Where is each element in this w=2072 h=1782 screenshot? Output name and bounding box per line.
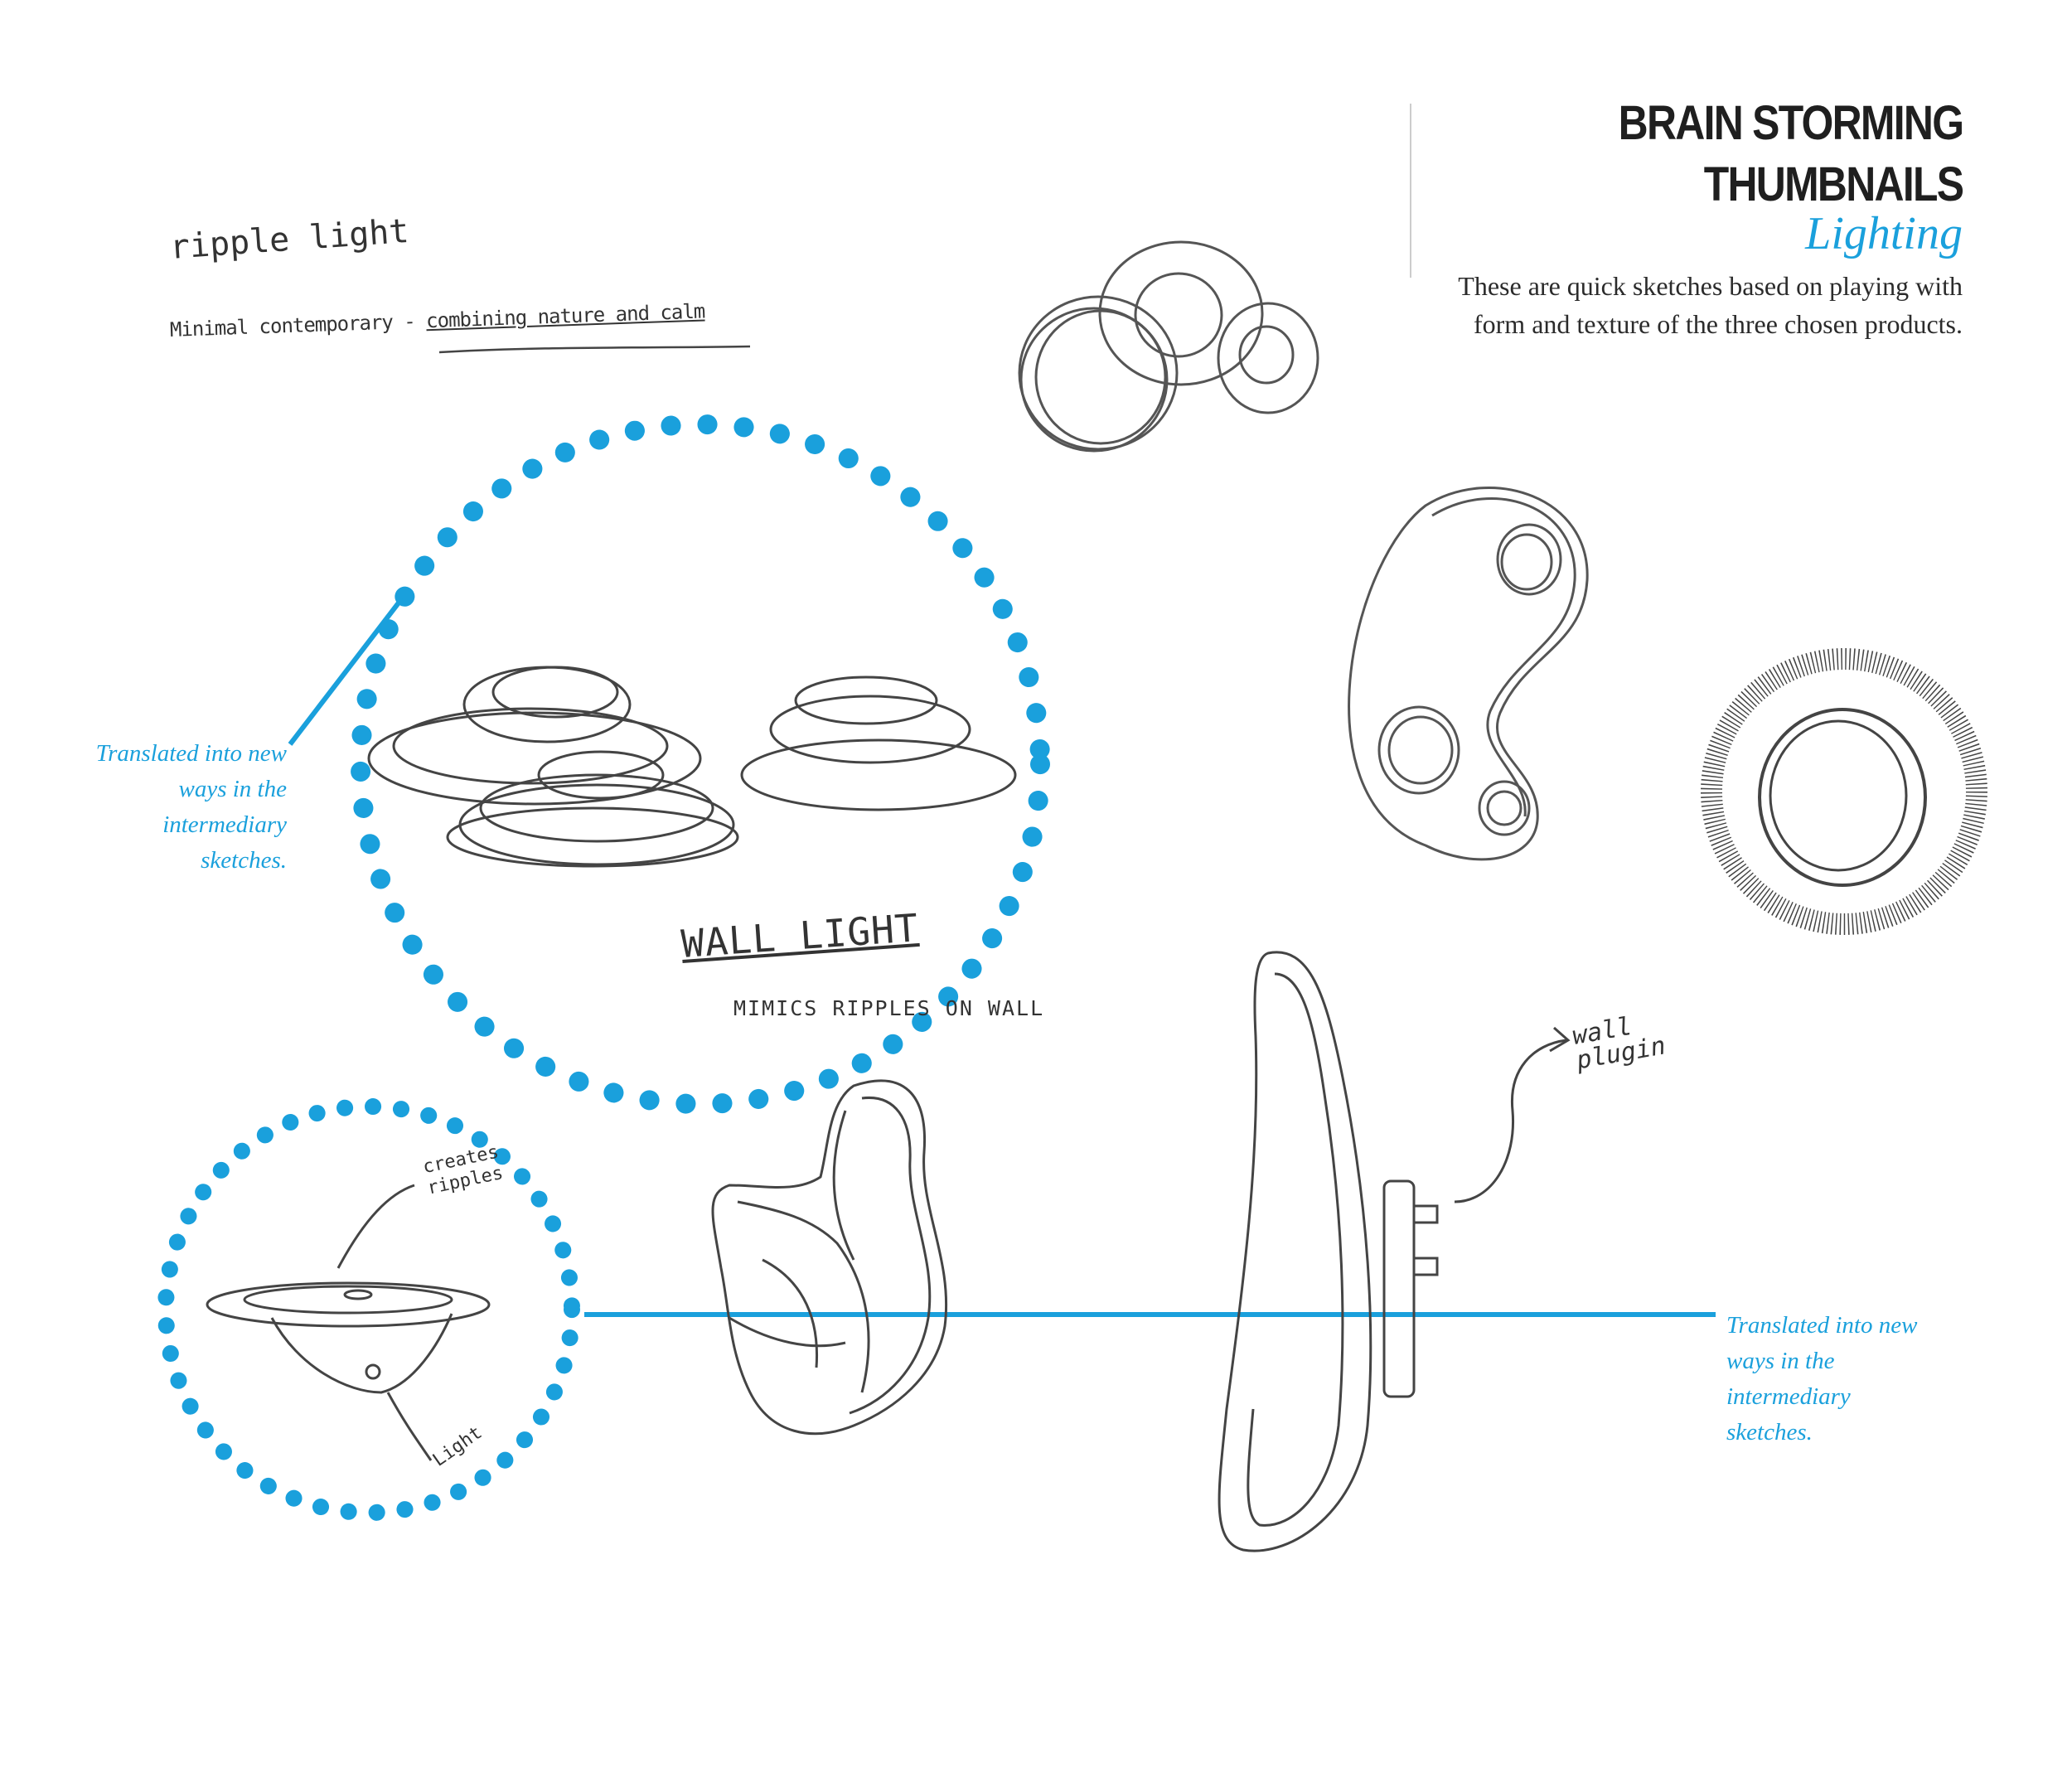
wall-plugin-sketch xyxy=(1218,951,1571,1552)
blob-shape-sketch xyxy=(1348,487,1589,861)
note-left: Translated into new ways in the intermed… xyxy=(95,740,287,874)
title-block: BRAIN STORMING THUMBNAILS Lighting xyxy=(1562,93,1963,257)
urchin-sketch xyxy=(1701,648,1987,935)
small-dotted-circle xyxy=(157,1098,580,1521)
title-line-2: THUMBNAILS xyxy=(1703,157,1963,211)
minimal-underline xyxy=(438,345,751,354)
large-dotted-circle xyxy=(351,414,1050,1114)
bubble-cluster-sketch xyxy=(1018,240,1319,453)
ripple-wall-light-sketch xyxy=(367,666,1017,868)
note-right: Translated into new ways in the intermed… xyxy=(1726,1312,1918,1445)
left-connector-line xyxy=(288,597,404,746)
subtitle: Lighting xyxy=(1805,208,1963,259)
description: These are quick sketches based on playin… xyxy=(1458,271,1963,339)
crumpled-form-sketch xyxy=(711,1079,948,1436)
title-line-1: BRAIN STORMING xyxy=(1618,96,1963,150)
dish-light-sketch xyxy=(206,1184,491,1461)
mimics-label: MIMICS RIPPLES ON WALL xyxy=(733,996,1045,1020)
